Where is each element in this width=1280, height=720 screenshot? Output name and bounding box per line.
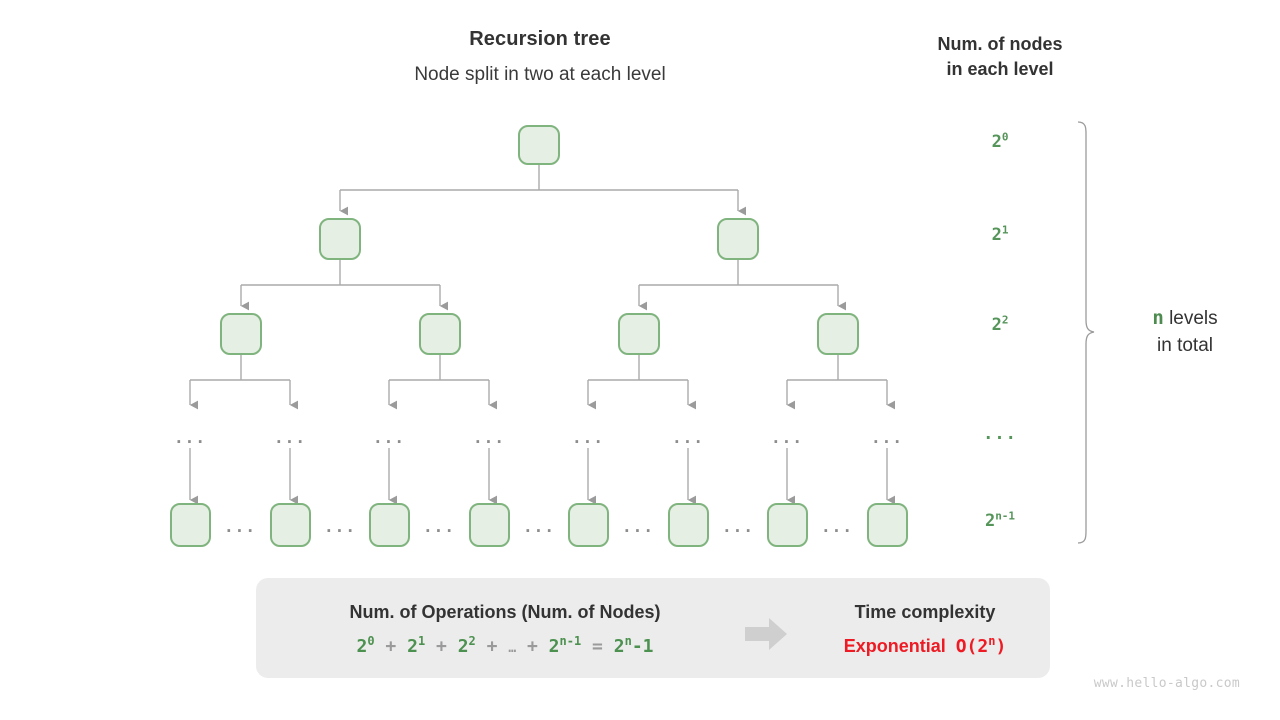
tree-edges [189, 164, 895, 505]
level-count-2-base: 2 [991, 315, 1002, 335]
level-count-last: 2n-1 [940, 509, 1060, 531]
tree-ellipsis-bottom-3: ... [423, 517, 455, 536]
tree-node [469, 503, 510, 547]
tree-node [220, 313, 262, 355]
complexity-word: Exponential [843, 636, 946, 656]
formula-op-4: + [526, 636, 538, 657]
formula-ellipsis: … [508, 641, 517, 656]
right-column-title-line1: Num. of nodes [937, 34, 1063, 54]
level-count-2: 22 [940, 313, 1060, 335]
tree-node [817, 313, 859, 355]
levels-brace [1077, 121, 1095, 544]
tree-ellipsis-bottom-2: ... [324, 517, 356, 536]
level-count-ellipsis: ... [983, 424, 1017, 444]
formula-op-3: + [486, 636, 498, 657]
complexity-big-o: O(2n) [955, 634, 1007, 657]
tree-ellipsis-mid-2: ... [274, 428, 306, 447]
tree-node [568, 503, 609, 547]
level-count-0: 20 [940, 130, 1060, 152]
tree-ellipsis-mid-8: ... [871, 428, 903, 447]
tree-node [369, 503, 410, 547]
tree-node [419, 313, 461, 355]
tree-node [319, 218, 361, 260]
page-title: Recursion tree [469, 28, 611, 50]
level-count-1-base: 2 [991, 225, 1002, 245]
level-count-last-exp: n-1 [995, 509, 1016, 523]
formula-term-3: 22 [457, 634, 476, 657]
formula-term-4: 2n-1 [548, 634, 582, 657]
tree-ellipsis-mid-3: ... [373, 428, 405, 447]
level-count-1-exp: 1 [1001, 223, 1009, 237]
tree-ellipsis-mid-5: ... [572, 428, 604, 447]
level-count-0-exp: 0 [1001, 130, 1009, 144]
level-count-0-base: 2 [991, 132, 1002, 152]
formula-term-1: 20 [356, 634, 375, 657]
formula-op-1: + [385, 636, 397, 657]
tree-ellipsis-bottom-7: ... [821, 517, 853, 536]
summary-panel [256, 578, 1050, 678]
tree-ellipsis-mid-4: ... [473, 428, 505, 447]
tree-node [518, 125, 560, 165]
level-count-2-exp: 2 [1001, 313, 1009, 327]
level-count-last-base: 2 [984, 511, 996, 531]
formula-term-2: 21 [407, 634, 426, 657]
time-complexity-value: Exponential O(2n) [800, 634, 1050, 657]
tree-node [170, 503, 211, 547]
levels-total-variable: n [1152, 307, 1164, 329]
operations-formula: 20 + 21 + 22 + … + 2n-1 = 2n-1 [270, 634, 740, 657]
tree-ellipsis-bottom-6: ... [722, 517, 754, 536]
formula-equals: = [592, 636, 603, 657]
tree-ellipsis-mid-1: ... [174, 428, 206, 447]
tree-ellipsis-bottom-4: ... [523, 517, 555, 536]
watermark: www.hello-algo.com [1093, 676, 1240, 691]
tree-ellipsis-mid-6: ... [672, 428, 704, 447]
tree-node [767, 503, 808, 547]
tree-node [867, 503, 908, 547]
right-column-title: Num. of nodes in each level [900, 32, 1100, 82]
tree-node [270, 503, 311, 547]
level-count-1: 21 [940, 223, 1060, 245]
formula-result: 2n-1 [613, 634, 654, 657]
right-arrow-icon [745, 618, 787, 650]
right-column-title-line2: in each level [946, 59, 1054, 79]
operations-title: Num. of Operations (Num. of Nodes) [349, 602, 661, 622]
levels-total-line2: in total [1157, 335, 1213, 356]
tree-node [668, 503, 709, 547]
tree-ellipsis-bottom-1: ... [224, 517, 256, 536]
levels-total-annotation: n levels in total [1110, 305, 1260, 359]
tree-node [717, 218, 759, 260]
tree-nodes [170, 125, 908, 547]
tree-ellipsis-bottom-5: ... [622, 517, 654, 536]
page-subtitle: Node split in two at each level [414, 64, 666, 85]
tree-node [618, 313, 660, 355]
formula-op-2: + [436, 636, 447, 657]
time-complexity-title: Time complexity [854, 602, 996, 622]
levels-total-line1: levels [1163, 308, 1218, 329]
tree-ellipsis-mid-7: ... [771, 428, 803, 447]
